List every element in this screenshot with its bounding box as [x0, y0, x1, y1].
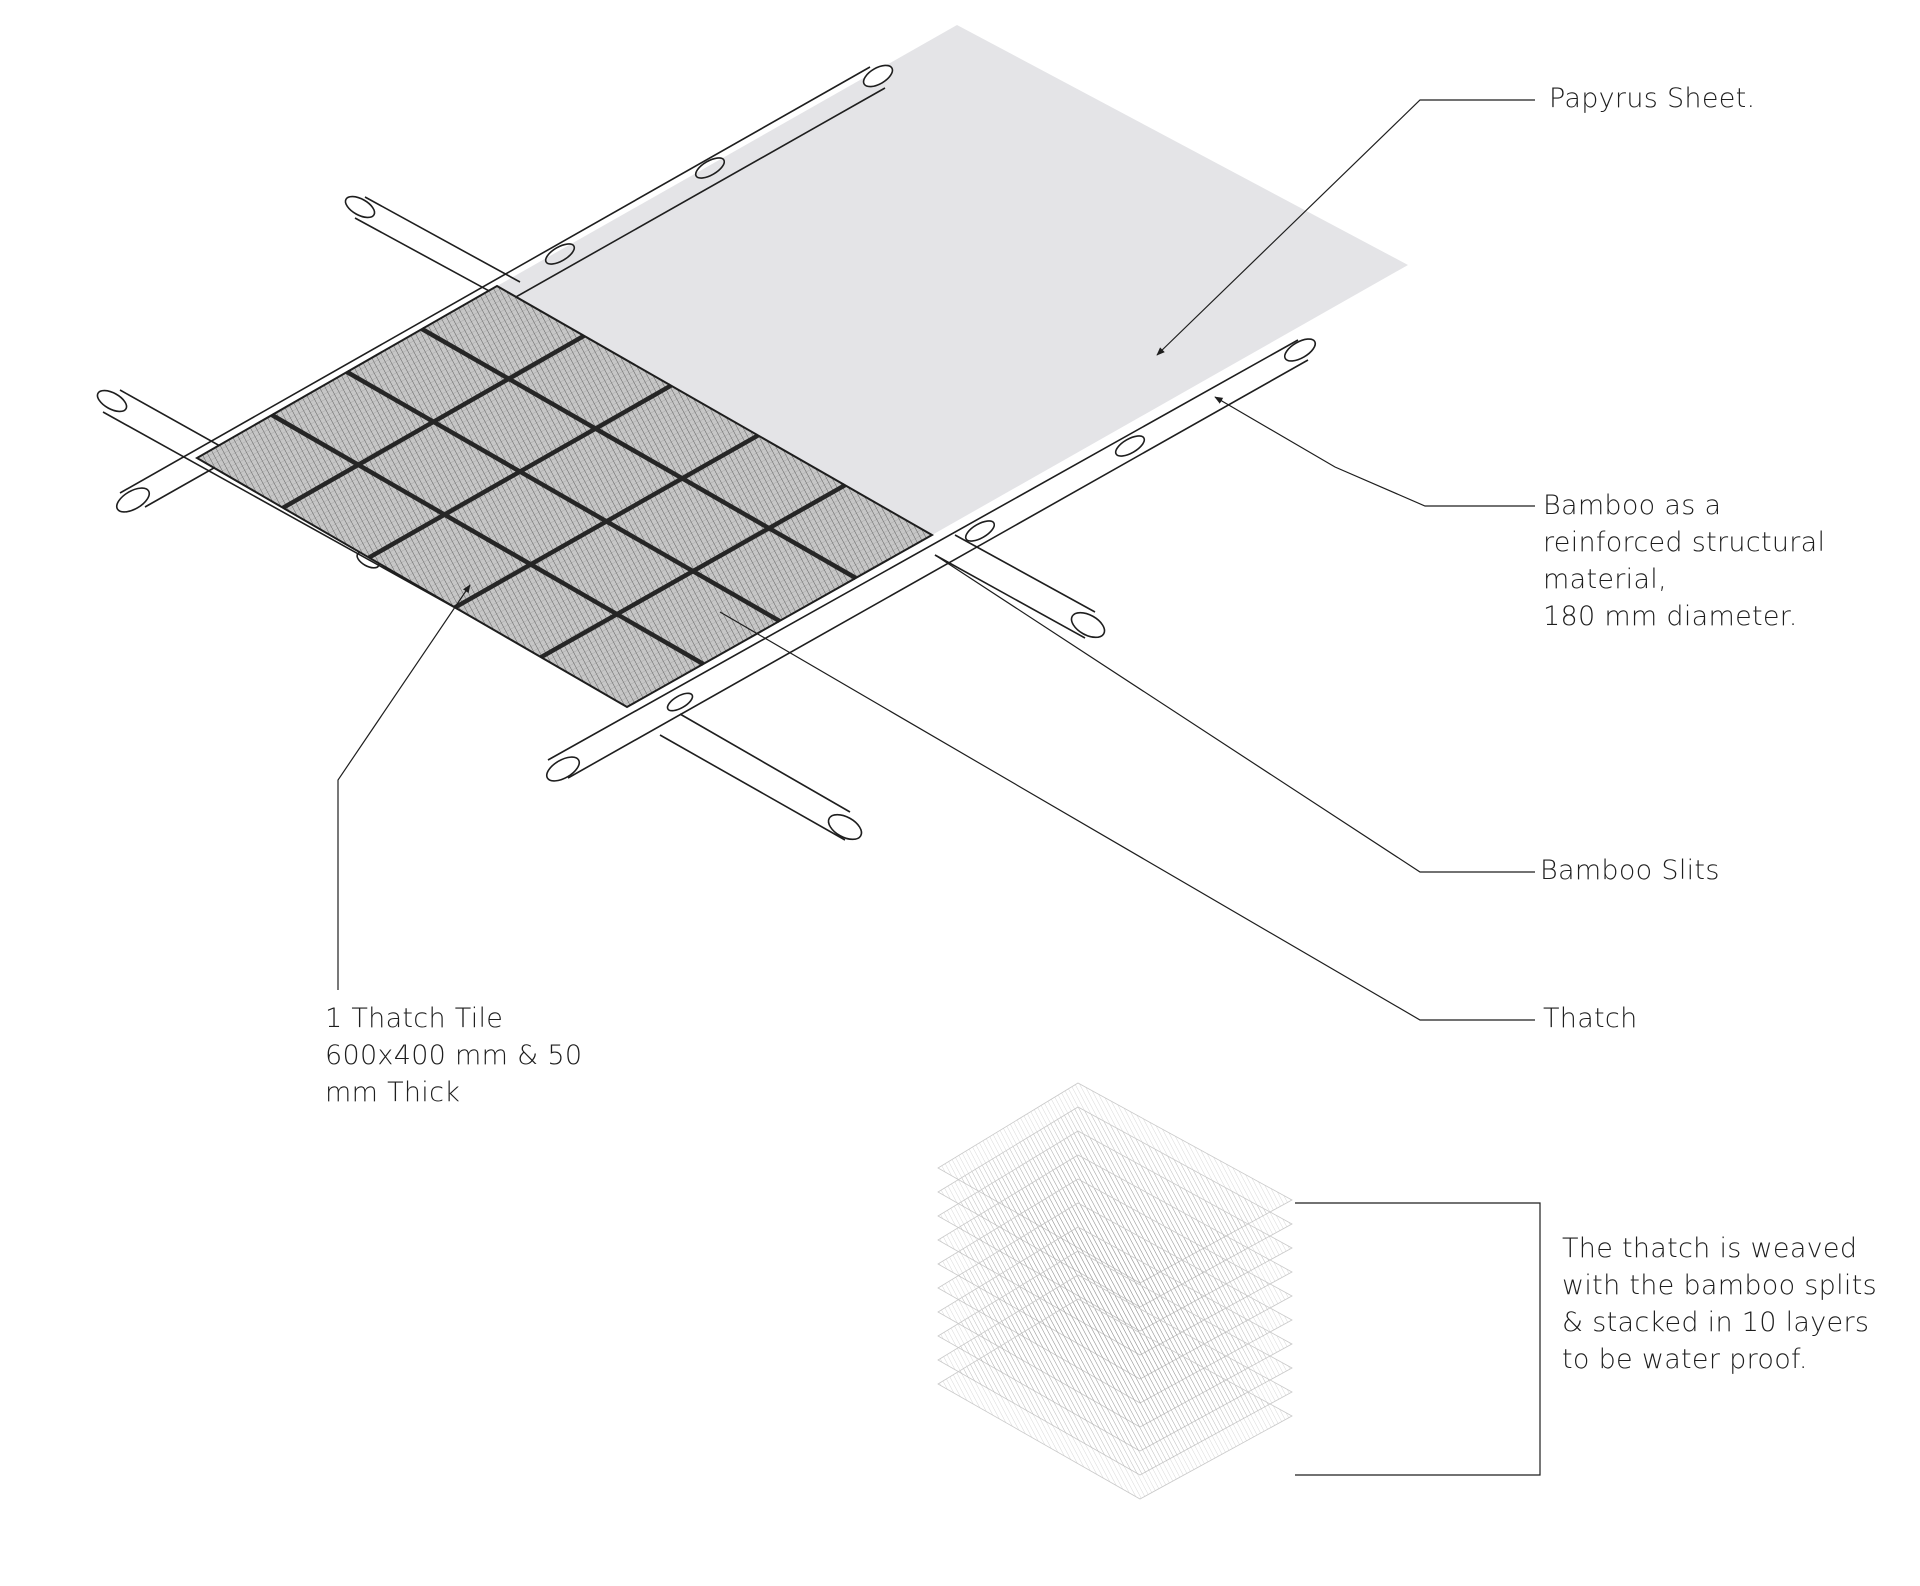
- label-line: Papyrus Sheet.: [1549, 83, 1756, 114]
- label-bamboo: Bamboo as a reinforced structural materi…: [1543, 487, 1825, 635]
- papyrus-sheet: [497, 25, 1408, 535]
- label-thatch-tile: 1 Thatch Tile 600x400 mm & 50 mm Thick: [325, 1000, 582, 1111]
- label-papyrus-sheet: Papyrus Sheet.: [1549, 80, 1755, 117]
- label-line: & stacked in 10 layers: [1562, 1307, 1870, 1338]
- thatch-grid-line: [345, 370, 781, 623]
- label-thatch: Thatch: [1543, 1000, 1638, 1037]
- leader-layers: [1295, 1202, 1541, 1476]
- bamboo-pole-b: [545, 338, 1317, 782]
- leader-slits: [934, 554, 1535, 873]
- leader-lines: [337, 99, 1541, 1476]
- thatch-tile-grid: [270, 327, 857, 666]
- thatch-layer-stack: [937, 1082, 1293, 1500]
- label-line: to be water proof.: [1562, 1344, 1808, 1375]
- label-line: Bamboo Slits: [1540, 855, 1720, 886]
- label-line: with the bamboo splits: [1562, 1270, 1877, 1301]
- leader-thatch: [719, 611, 1535, 1021]
- label-line: Thatch: [1543, 1003, 1638, 1034]
- label-line: reinforced structural: [1543, 527, 1826, 558]
- thatch-grid-line: [420, 327, 857, 580]
- thatch-mat: [194, 284, 935, 709]
- label-line: Bamboo as a: [1543, 490, 1722, 521]
- leader-papyrus: [1156, 99, 1535, 356]
- label-line: material,: [1543, 564, 1667, 595]
- thatch-layer: [937, 1298, 1293, 1500]
- thatch-grid-line: [270, 413, 705, 666]
- leader-bamboo: [1214, 396, 1535, 507]
- label-bamboo-slits: Bamboo Slits: [1540, 852, 1720, 889]
- bamboo-pole-f: [659, 713, 863, 841]
- label-line: The thatch is weaved: [1562, 1233, 1858, 1264]
- leader-tile: [337, 584, 471, 990]
- label-line: 600x400 mm & 50: [325, 1040, 583, 1071]
- label-line: mm Thick: [325, 1077, 461, 1108]
- label-thatch-layers: The thatch is weaved with the bamboo spl…: [1562, 1230, 1877, 1378]
- bamboo-pole-e: [934, 534, 1106, 639]
- label-line: 1 Thatch Tile: [325, 1003, 504, 1034]
- label-line: 180 mm diameter.: [1543, 601, 1798, 632]
